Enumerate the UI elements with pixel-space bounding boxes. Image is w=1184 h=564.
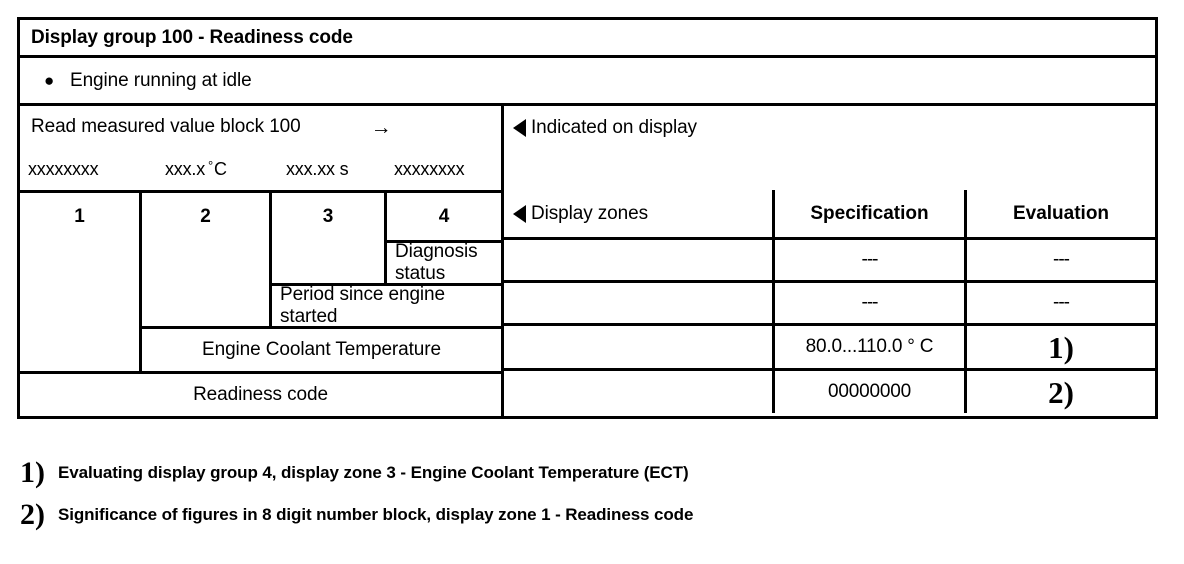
data-row-label-spacer [504,326,772,368]
specification-period-since-engine-started: --- [772,283,964,323]
footnote-2-text: Significance of figures in 8 digit numbe… [58,505,694,524]
data-row-readiness-code: 00000000 2) [504,368,1155,413]
placeholder-zone-2: xxx.x°C [139,158,269,180]
left-triangle-icon [513,119,526,137]
zone-number-3: 3 [269,193,384,240]
footnote-1-text: Evaluating display group 4, display zone… [58,463,689,482]
placeholder-zone-3: xxx.xx s [286,158,349,179]
read-measured-value-label: Read measured value block 100 [31,116,301,137]
stair-spacer-col-1 [20,283,139,326]
stair-row-engine-coolant-temperature: Engine Coolant Temperature [20,326,501,371]
row-label-diagnosis-status: Diagnosis status [384,240,501,284]
readiness-code-table: Display group 100 - Readiness code ● Eng… [17,17,1158,419]
zone-number-2: 2 [139,193,269,240]
placeholder-row: xxxxxxxx xxx.x°C xxx.xx s xxxxxxxx [20,148,501,193]
indicated-on-display-inner: Indicated on display [504,106,697,139]
stair-spacer-col-1 [20,326,139,371]
stair-spacer-col-3 [269,240,384,283]
evaluation-header: Evaluation [964,190,1155,237]
evaluation-period-since-engine-started: --- [964,283,1155,323]
data-row-period-since-engine-started: --- --- [504,280,1155,323]
bullet-dot-icon: ● [44,71,55,90]
data-row-label-spacer [504,240,772,280]
table-body: Read measured value block 100 → xxxxxxxx… [20,106,1155,416]
placeholder-zone-2-value: xxx.x [165,159,206,179]
data-row-diagnosis-status: --- --- [504,237,1155,280]
row-label-readiness-code: Readiness code [20,371,501,416]
stair-spacer-col-2 [139,240,269,283]
placeholder-zone-2-unit: C [214,159,227,179]
stair-spacer-col-1 [20,240,139,283]
zone-number-4: 4 [384,193,501,240]
footnote-1-number: 1) [20,456,45,489]
specification-diagnosis-status: --- [772,240,964,280]
specification-engine-coolant-temperature: 80.0...110.0 ° C [772,326,964,368]
specification-readiness-code: 00000000 [772,371,964,413]
stair-row-period-since-engine-started: Period since engine started [20,283,501,327]
row-label-period-since-engine-started: Period since engine started [269,283,501,327]
page-title: Display group 100 - Readiness code [31,26,353,48]
footnote-marker-2: 2) [1048,374,1074,410]
zone-number-row: 1 2 3 4 [20,193,501,240]
read-measured-value-row: Read measured value block 100 → [20,106,501,148]
footnotes: 1) Evaluating display group 4, display z… [20,452,1160,536]
display-zones-header: Display zones [504,190,772,237]
precondition-text: Engine running at idle [70,69,252,91]
measured-value-block: Read measured value block 100 → xxxxxxxx… [20,106,501,416]
footnote-marker-1: 1) [1048,329,1074,365]
placeholder-zone-4: xxxxxxxx [394,158,465,179]
stair-spacer-col-2 [139,283,269,326]
footnote-2-number: 2) [20,498,45,531]
data-row-label-spacer [504,371,772,413]
footnote-2: 2) Significance of figures in 8 digit nu… [20,494,1160,536]
evaluation-readiness-code: 2) [964,371,1155,413]
row-label-engine-coolant-temperature: Engine Coolant Temperature [139,326,501,371]
stair-row-diagnosis-status: Diagnosis status [20,240,501,284]
data-row-engine-coolant-temperature: 80.0...110.0 ° C 1) [504,323,1155,368]
indication-block: Indicated on display Display zones Speci… [501,106,1155,416]
placeholder-zone-1: xxxxxxxx [28,158,99,179]
indicated-on-display-row: Indicated on display [504,106,1155,190]
evaluation-diagnosis-status: --- [964,240,1155,280]
left-triangle-icon [513,204,526,223]
column-header-row: Display zones Specification Evaluation [504,190,1155,237]
degree-symbol-icon: ° [208,158,214,173]
footnote-1: 1) Evaluating display group 4, display z… [20,452,1160,494]
zone-number-1: 1 [74,205,85,227]
stair-row-readiness-code: Readiness code [20,371,501,416]
table-title-row: Display group 100 - Readiness code [20,20,1155,58]
data-row-label-spacer [504,283,772,323]
precondition-row: ● Engine running at idle [20,58,1155,106]
display-zones-label: Display zones [531,202,648,224]
right-arrow-icon: → [370,115,392,139]
evaluation-engine-coolant-temperature: 1) [964,326,1155,368]
specification-header: Specification [772,190,964,237]
indicated-on-display-label: Indicated on display [531,117,697,138]
